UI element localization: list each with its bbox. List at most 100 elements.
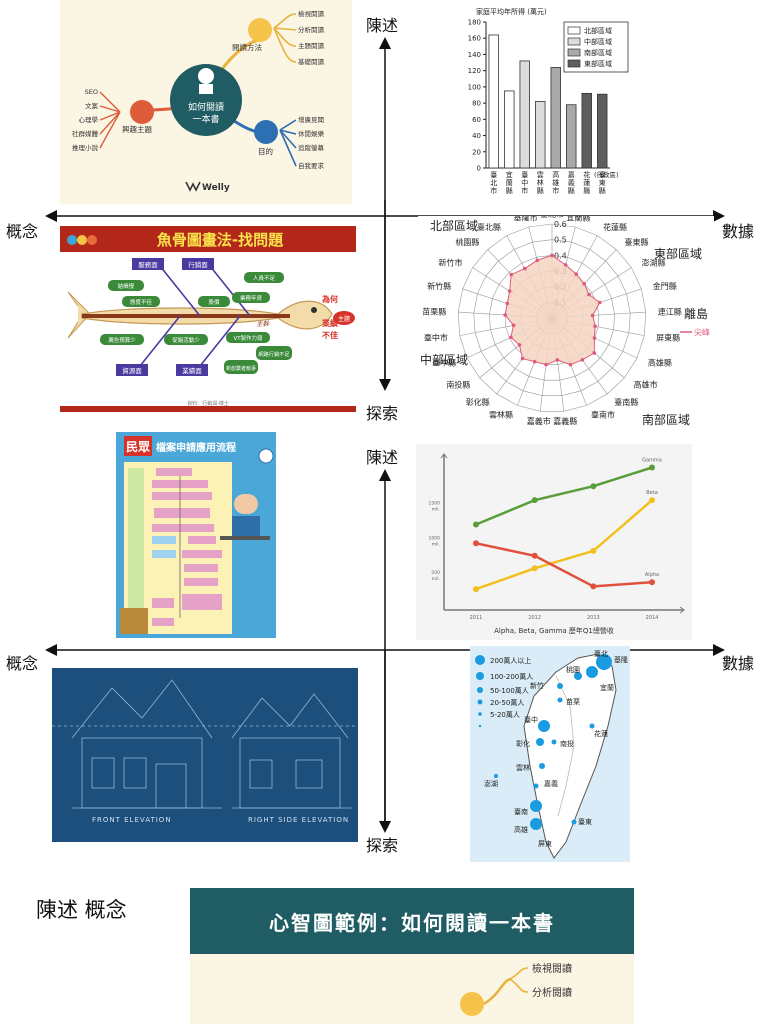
series-line xyxy=(475,466,653,526)
x-tick-label: 2011 xyxy=(470,615,483,621)
cause-pill xyxy=(108,280,144,291)
city-dot xyxy=(551,739,557,745)
radar-point xyxy=(555,358,560,362)
y-tick-label: mil. xyxy=(432,541,440,547)
radar-point xyxy=(592,336,597,340)
fishbone-footer: 資料：行銷與·博士 xyxy=(187,400,229,407)
radar-point xyxy=(590,313,595,318)
cause-pill xyxy=(226,332,270,343)
legend-dot xyxy=(476,672,484,680)
method-item: 分析閱讀 xyxy=(298,25,325,34)
label-statement-top: 陳述 xyxy=(366,16,399,35)
legend-swatch xyxy=(567,59,581,68)
radar-point xyxy=(505,301,510,306)
legend-item: 50-100萬人 xyxy=(490,686,529,695)
city-label: 屏東 xyxy=(538,839,552,848)
city-dot xyxy=(589,723,595,729)
svg-text:服務面: 服務面 xyxy=(138,260,158,269)
city-dot xyxy=(494,774,498,778)
city-label: 臺北 xyxy=(594,649,608,658)
city-label: 臺中 xyxy=(524,715,538,724)
region-label: 中部區域 xyxy=(420,352,468,367)
city-dot xyxy=(536,738,544,746)
city-label: 臺南 xyxy=(514,807,528,816)
purpose-item: 休閒娛樂 xyxy=(298,129,325,138)
fishbone-drawing: 魚骨圖畫法-找問題 主幹 主題 為何 業績 不佳 服務面 行銷面 資源面 業績面… xyxy=(60,226,356,412)
bar-chart-title: 家庭平均年所得 (萬元) xyxy=(476,7,547,16)
welly-logo-icon xyxy=(185,181,201,192)
radar-category-label: 臺北縣 xyxy=(477,222,501,232)
x-tick-label: 北 xyxy=(490,179,497,187)
radar-category-label: 基隆市 xyxy=(514,216,538,222)
cause-pill xyxy=(244,272,284,283)
blueprint-front-label: FRONT ELEVATION xyxy=(92,816,172,824)
cause-pill xyxy=(164,334,208,345)
series-label: Gamma xyxy=(642,457,662,463)
y-tick-label: 1000 xyxy=(429,535,441,541)
label-data-top: 數據 xyxy=(722,222,755,241)
svg-text:VT製作力弱: VT製作力弱 xyxy=(233,334,263,342)
radar-point xyxy=(597,300,602,305)
legend-item: 100-200萬人 xyxy=(490,672,533,681)
y-tick-label: mil. xyxy=(432,576,440,582)
svg-text:資源面: 資源面 xyxy=(122,366,142,375)
y-tick-label: 180 xyxy=(468,19,481,27)
legend-swatch xyxy=(567,37,581,46)
flowchart-drawing: 民眾 檔案申請應用流程 xyxy=(120,436,274,634)
series-line xyxy=(475,499,653,591)
x-axis-arrow-icon xyxy=(679,606,685,614)
radar-point xyxy=(593,324,597,329)
bar xyxy=(581,92,592,169)
welly-brand: Welly xyxy=(202,183,230,193)
radar-chart-tile: 0.10.20.30.40.50.6 臺北市宜蘭縣花蓮縣臺東縣澎湖縣金門縣連江縣… xyxy=(418,216,714,428)
radar-category-label: 花蓮縣 xyxy=(603,222,627,232)
method-item: 主題閱讀 xyxy=(298,41,325,50)
bottom-caption: 陳述 概念 xyxy=(36,898,127,922)
radar-point xyxy=(582,281,586,286)
x-tick-label: 高 xyxy=(552,170,559,179)
series-point xyxy=(649,464,655,471)
legend-label: 東部區域 xyxy=(584,59,612,68)
radar-category-label: 新竹市 xyxy=(439,257,463,267)
y-tick-label: 0 xyxy=(477,165,481,173)
legend-label: 北部區域 xyxy=(584,26,612,35)
reading-method-icon xyxy=(248,18,272,42)
bar xyxy=(488,34,499,169)
bar xyxy=(550,67,561,169)
bar xyxy=(597,93,608,169)
radar-point xyxy=(574,272,578,276)
radar-category-label: 新竹縣 xyxy=(427,281,451,291)
bottom-card-title: 心智圖範例：如何閱讀一本書 xyxy=(269,910,555,935)
radar-category-label: 桃園縣 xyxy=(455,237,479,247)
series-point xyxy=(531,497,538,504)
fishbone-title: 魚骨圖畫法-找問題 xyxy=(157,231,284,249)
legend-label: 中部區域 xyxy=(584,37,612,46)
head-question-2: 業績 xyxy=(321,318,338,328)
city-dot xyxy=(574,672,582,680)
svg-text:業績面: 業績面 xyxy=(182,366,202,375)
head-tag-badge xyxy=(333,311,355,325)
radar-point xyxy=(517,343,522,347)
bottom-card-item: 檢視閱讀 xyxy=(532,962,572,975)
bubble-icon xyxy=(67,235,77,245)
mindmap-center-title-1: 如何閱讀 xyxy=(188,101,224,113)
x-tick-label: 義 xyxy=(568,178,575,187)
city-label: 南投 xyxy=(560,739,574,748)
bar xyxy=(535,101,546,169)
fishbone-box xyxy=(116,364,148,376)
radar-marks xyxy=(503,253,602,367)
city-label: 嘉義 xyxy=(544,779,558,788)
mindmap-center-node xyxy=(170,64,242,136)
x-tick-label: 縣 xyxy=(506,186,513,195)
y-tick-label: 60 xyxy=(472,116,481,124)
fishbone-tile: 魚骨圖畫法-找問題 主幹 主題 為何 業績 不佳 服務面 行銷面 資源面 業績面… xyxy=(60,226,356,412)
fishbone-box xyxy=(132,258,164,270)
label-concept-bottom: 概念 xyxy=(6,654,39,673)
radar-category-label: 嘉義縣 xyxy=(553,416,577,426)
x-tick-label: 蓮 xyxy=(583,178,590,187)
radar-ring xyxy=(473,239,631,396)
radar-point xyxy=(587,292,591,297)
fishbone-box xyxy=(182,258,214,270)
